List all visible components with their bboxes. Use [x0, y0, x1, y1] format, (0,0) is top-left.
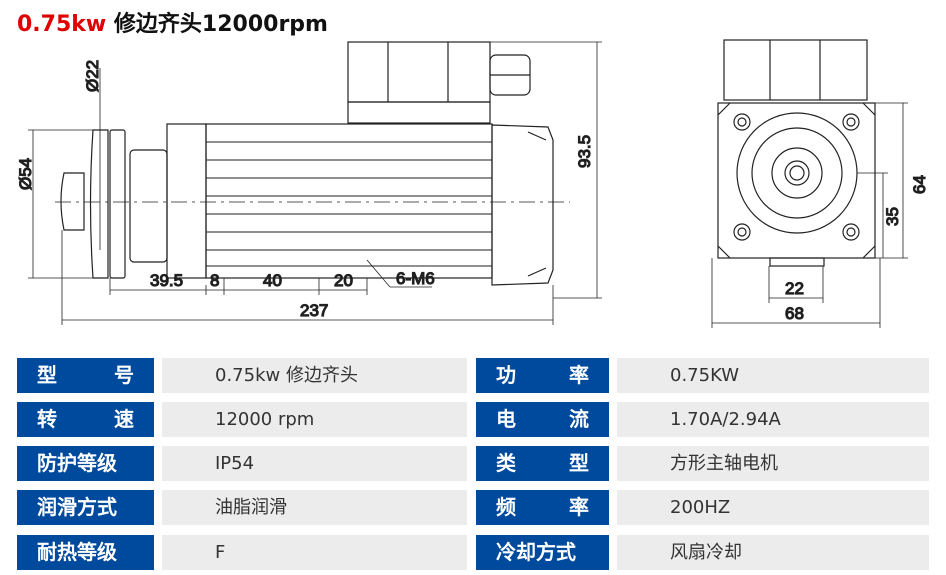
title-power: 0.75kw	[17, 12, 107, 37]
spec-label: 冷却方式	[476, 535, 609, 570]
spec-label-text: 号	[114, 363, 134, 387]
side-view: Ø22 Ø54 93.5 39.5 8 40 20 6-M6 237	[15, 41, 602, 325]
dim-hole-spacing: 40	[263, 271, 282, 290]
spec-value: 200HZ	[617, 490, 929, 525]
spec-label: 功率	[476, 358, 609, 393]
spec-label-text: 率	[569, 363, 589, 387]
spec-label: 类型	[476, 446, 609, 481]
motor-technical-drawing: Ø22 Ø54 93.5 39.5 8 40 20 6-M6 237 64 35…	[15, 39, 930, 328]
spec-value: 0.75KW	[617, 358, 929, 393]
spec-label: 型号	[17, 358, 154, 393]
spec-value: IP54	[162, 446, 467, 481]
dim-base-width: 22	[785, 279, 804, 298]
spec-label-text: 耐热等级	[37, 540, 117, 564]
dim-shaft-diameter: Ø22	[83, 60, 102, 92]
spec-value: 风扇冷却	[617, 535, 929, 570]
spec-label: 电流	[476, 402, 609, 437]
dim-hole-spacing-2: 20	[334, 271, 353, 290]
title-model: 修边齐头12000rpm	[106, 12, 328, 37]
spec-label-text: 电	[496, 407, 516, 431]
spec-label: 转速	[17, 402, 154, 437]
spec-label-text: 防护等级	[37, 451, 117, 475]
dim-total-height: 93.5	[575, 135, 594, 168]
spec-label: 频率	[476, 490, 609, 525]
spec-value: 0.75kw 修边齐头	[162, 358, 467, 393]
spec-label-text: 率	[569, 495, 589, 519]
dim-flange-diameter: Ø54	[16, 158, 35, 190]
dim-body-width: 68	[785, 304, 804, 323]
dim-total-length: 237	[300, 301, 328, 320]
spec-value: 12000 rpm	[162, 402, 467, 437]
spec-value: F	[162, 535, 467, 570]
spec-label-text: 类	[496, 451, 516, 475]
spec-label: 防护等级	[17, 446, 154, 481]
spec-label-text: 功	[496, 363, 516, 387]
spec-label-text: 冷却方式	[496, 540, 576, 564]
spec-label: 耐热等级	[17, 535, 154, 570]
dim-body-height: 64	[910, 175, 929, 194]
spec-label-text: 流	[569, 407, 589, 431]
dim-mounting-holes: 6-M6	[396, 269, 435, 288]
spec-value: 1.70A/2.94A	[617, 402, 929, 437]
spec-value: 油脂润滑	[162, 490, 467, 525]
dim-front-length: 39.5	[150, 271, 183, 290]
page-title: 0.75kw 修边齐头12000rpm	[17, 6, 328, 38]
spec-label-text: 型	[569, 451, 589, 475]
dim-offset: 8	[210, 271, 219, 290]
spec-label-text: 速	[114, 407, 134, 431]
spec-value: 方形主轴电机	[617, 446, 929, 481]
spec-label: 润滑方式	[17, 490, 154, 525]
dim-center-height: 35	[883, 207, 902, 226]
spec-label-text: 型	[37, 363, 57, 387]
spec-label-text: 频	[496, 495, 516, 519]
spec-label-text: 润滑方式	[37, 495, 117, 519]
front-view: 64 35 22 68	[711, 39, 930, 328]
spec-label-text: 转	[37, 407, 57, 431]
